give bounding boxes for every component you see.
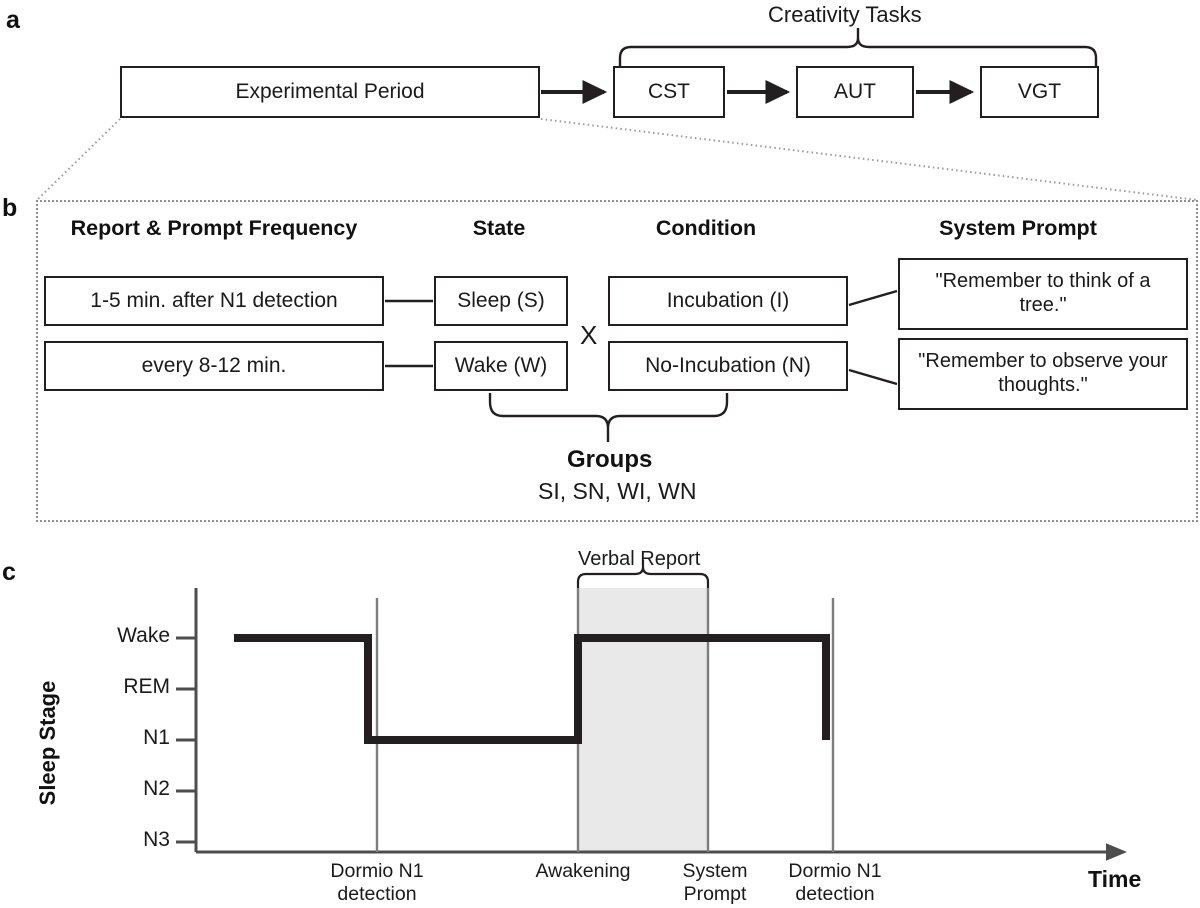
condition-label-no-incubation: No-Incubation (N): [645, 353, 811, 377]
condition-box-no-incubation: No-Incubation (N): [608, 341, 848, 391]
verbal-report-label: Verbal Report: [578, 548, 701, 570]
panel-letter-a: a: [6, 6, 20, 34]
cross-symbol: X: [580, 320, 598, 350]
column-header-condition: Condition: [655, 216, 757, 240]
column-header-state: State: [472, 216, 526, 240]
groups-list: SI, SN, WI, WN: [538, 478, 697, 504]
y-tick-label-n3: N3: [143, 828, 170, 851]
experimental-period-box: Experimental Period: [120, 66, 540, 118]
system-prompt-box-no-incubation: "Remember to observe your thoughts.": [898, 338, 1188, 410]
x-tick-label-system-prompt: System Prompt: [640, 860, 790, 906]
y-tick-label-n1: N1: [143, 726, 170, 749]
state-box-wake: Wake (W): [434, 341, 568, 391]
task-label-vgt: VGT: [1017, 79, 1062, 103]
state-label-wake: Wake (W): [454, 353, 548, 377]
creativity-tasks-brace: [618, 28, 1098, 66]
x-axis-title: Time: [1088, 866, 1142, 892]
experimental-period-label: Experimental Period: [235, 79, 425, 103]
panel-letter-c: c: [2, 558, 16, 586]
task-box-vgt: VGT: [980, 66, 1099, 118]
system-prompt-label-incubation: "Remember to think of a tree.": [935, 270, 1151, 316]
x-tick-label-awakening: Awakening: [508, 860, 658, 883]
state-label-sleep: Sleep (S): [457, 288, 545, 312]
frequency-label-wake: every 8-12 min.: [141, 353, 287, 377]
y-tick-label-n2: N2: [143, 777, 170, 800]
task-box-aut: AUT: [796, 66, 914, 118]
task-label-aut: AUT: [834, 79, 876, 103]
y-tick-label-wake: Wake: [117, 624, 170, 647]
frequency-box-wake: every 8-12 min.: [44, 341, 384, 391]
verbal-report-shaded-region: [578, 588, 708, 852]
panel-a-to-b-connectors: [36, 118, 1198, 201]
condition-label-incubation: Incubation (I): [666, 288, 790, 312]
x-tick-label-dormio-1: Dormio N1 detection: [302, 860, 452, 906]
x-tick-line-3b: Prompt: [683, 883, 747, 905]
column-header-system-prompt: System Prompt: [939, 216, 1097, 240]
state-box-sleep: Sleep (S): [434, 276, 568, 326]
x-tick-line-3a: System: [682, 860, 748, 882]
frequency-box-sleep: 1-5 min. after N1 detection: [44, 276, 384, 326]
x-tick-label-dormio-2: Dormio N1 detection: [760, 860, 910, 906]
x-tick-line-2a: Awakening: [535, 860, 631, 882]
column-header-frequency: Report & Prompt Frequency: [70, 216, 358, 240]
x-tick-line-1b: detection: [337, 883, 417, 905]
x-tick-line-4b: detection: [795, 883, 875, 905]
system-prompt-label-no-incubation: "Remember to observe your thoughts.": [918, 350, 1168, 396]
frequency-label-sleep: 1-5 min. after N1 detection: [90, 288, 338, 312]
y-tick-label-rem: REM: [123, 675, 170, 698]
x-tick-line-4a: Dormio N1: [788, 860, 882, 882]
x-tick-line-1a: Dormio N1: [330, 860, 424, 882]
task-box-cst: CST: [613, 66, 725, 118]
panel-letter-b: b: [2, 194, 18, 222]
hypnogram-line: [234, 634, 830, 744]
panel-b-dotted-frame: [36, 200, 1198, 522]
creativity-tasks-bracket-label: Creativity Tasks: [768, 2, 922, 27]
condition-box-incubation: Incubation (I): [608, 276, 848, 326]
task-label-cst: CST: [648, 79, 690, 103]
groups-title: Groups: [567, 446, 653, 473]
system-prompt-box-incubation: "Remember to think of a tree.": [898, 258, 1188, 330]
